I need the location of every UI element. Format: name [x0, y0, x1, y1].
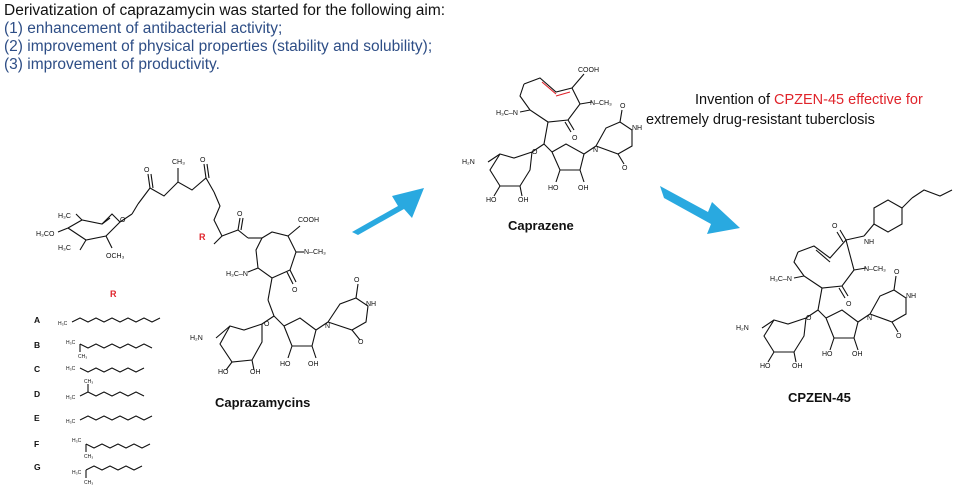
- caprazene-structure: COOH N–CH₃ H₃C–N O O NH O N HO OH H₂N HO…: [462, 67, 642, 204]
- invention-text: Invention of CPZEN-45 effective for extr…: [646, 90, 923, 130]
- caption-cpzen45: CPZEN-45: [788, 390, 851, 405]
- arrow-to-caprazene: [352, 188, 424, 235]
- invention-highlight: CPZEN-45 effective for: [774, 92, 923, 108]
- caption-caprazamycins: Caprazamycins: [215, 395, 311, 410]
- atom-nch3-1: N–CH₃: [304, 249, 326, 256]
- atom-h3c-sugar: H₃C: [58, 213, 71, 220]
- arrow-to-cpzen45: [660, 186, 740, 234]
- atom-n-1: N: [325, 323, 330, 330]
- atom-h2n-3: H₂N: [736, 325, 749, 332]
- atom-h3co: H₃CO: [36, 231, 55, 238]
- atom-nch3-3: N–CH₃: [864, 266, 886, 273]
- invention-line-2: extremely drug-resistant tuberclosis: [646, 112, 875, 128]
- atom-oh-4: OH: [518, 197, 529, 204]
- atom-oh-5: OH: [852, 351, 863, 358]
- atom-h3cn-2: H₃C–N: [496, 110, 518, 117]
- r-b-h3c: H₃C: [66, 340, 76, 346]
- atom-oh-3: OH: [578, 185, 589, 192]
- atom-ho-3: HO: [548, 185, 559, 192]
- atom-cooh-2: COOH: [578, 67, 599, 74]
- r-b-ch3: CH₃: [78, 354, 87, 360]
- atom-nh-2: NH: [632, 125, 642, 132]
- atom-o-16: O: [806, 315, 812, 322]
- atom-nch3-2: N–CH₃: [590, 100, 612, 107]
- r-c-h3c: H₃C: [66, 366, 76, 372]
- atom-o-6: O: [358, 339, 364, 346]
- r-g-h3c: H₃C: [72, 470, 82, 476]
- atom-r-label: R: [199, 232, 206, 242]
- atom-ho-1: HO: [280, 361, 291, 368]
- r-d-ch3: CH₃: [84, 379, 93, 385]
- atom-o-12: O: [832, 223, 838, 230]
- atom-cooh-1: COOH: [298, 217, 319, 224]
- atom-oh-2: OH: [250, 369, 261, 376]
- atom-ho-6: HO: [760, 363, 771, 370]
- atom-o-13: O: [846, 301, 852, 308]
- atom-o-15: O: [896, 333, 902, 340]
- atom-n-2: N: [593, 147, 598, 154]
- atom-o-3: O: [237, 211, 243, 218]
- r-group-chains: A H₃C B H₃C CH₃ C H₃C D H₃C CH₃ E H₃C F …: [34, 315, 161, 486]
- atom-o-5: O: [354, 277, 360, 284]
- r-g-ch3: CH₃: [84, 480, 93, 486]
- r-e-h3c: H₃C: [66, 419, 76, 425]
- atom-o-8: O: [572, 135, 578, 142]
- atom-o-9: O: [620, 103, 626, 110]
- caption-caprazene: Caprazene: [508, 218, 574, 233]
- r-row-f: F: [34, 439, 39, 449]
- atom-och3: OCH₃: [106, 253, 125, 260]
- atom-o-4: O: [292, 287, 298, 294]
- atom-h3c-2: H₃C: [58, 245, 71, 252]
- atom-h2n-2: H₂N: [462, 159, 475, 166]
- atom-o-sugar: O: [120, 217, 126, 224]
- invention-line-1: Invention of CPZEN-45 effective for: [695, 90, 923, 110]
- aim-item-1: (1) enhancement of antibacterial activit…: [4, 20, 283, 37]
- atom-h2n-1: H₂N: [190, 335, 203, 342]
- atom-o-7: O: [264, 321, 270, 328]
- r-f-h3c: H₃C: [72, 438, 82, 444]
- atom-h3cn-1: H₃C–N: [226, 271, 248, 278]
- aim-item-3: (3) improvement of productivity.: [4, 56, 220, 73]
- atom-nh-3: NH: [906, 293, 916, 300]
- intro-text-block: Derivatization of caprazamycin was start…: [4, 2, 445, 74]
- caprazamycins-structure: H₃C H₃CO H₃C OCH₃ O O O CH₃ R O COOH N–C…: [36, 157, 376, 376]
- atom-ho-5: HO: [822, 351, 833, 358]
- r-d-h3c: H₃C: [66, 395, 76, 401]
- atom-oh-6: OH: [792, 363, 803, 370]
- atom-n-3: N: [867, 315, 872, 322]
- r-row-c: C: [34, 364, 40, 374]
- r-f-ch3: CH₃: [84, 454, 93, 460]
- atom-ho-4: HO: [486, 197, 497, 204]
- atom-nh-1: NH: [366, 301, 376, 308]
- atom-o-1: O: [144, 167, 150, 174]
- r-row-d: D: [34, 389, 40, 399]
- r-a-h3c: H₃C: [58, 321, 68, 327]
- atom-o-2: O: [200, 157, 206, 164]
- r-group-header: R: [110, 289, 117, 299]
- cpzen45-structure: NH O N–CH₃ H₃C–N O O NH O N HO OH H₂N HO…: [736, 189, 953, 370]
- r-row-e: E: [34, 413, 40, 423]
- intro-heading: Derivatization of caprazamycin was start…: [4, 2, 446, 19]
- r-row-b: B: [34, 340, 40, 350]
- invention-prefix: Invention of: [695, 92, 774, 108]
- atom-nh-amide: NH: [864, 239, 874, 246]
- r-row-a: A: [34, 315, 40, 325]
- atom-o-10: O: [622, 165, 628, 172]
- aim-item-2: (2) improvement of physical properties (…: [4, 38, 433, 55]
- atom-o-14: O: [894, 269, 900, 276]
- r-row-g: G: [34, 462, 41, 472]
- atom-oh-1: OH: [308, 361, 319, 368]
- atom-o-11: O: [532, 149, 538, 156]
- atom-ch3-glut: CH₃: [172, 159, 185, 166]
- atom-h3cn-3: H₃C–N: [770, 276, 792, 283]
- atom-ho-2: HO: [218, 369, 229, 376]
